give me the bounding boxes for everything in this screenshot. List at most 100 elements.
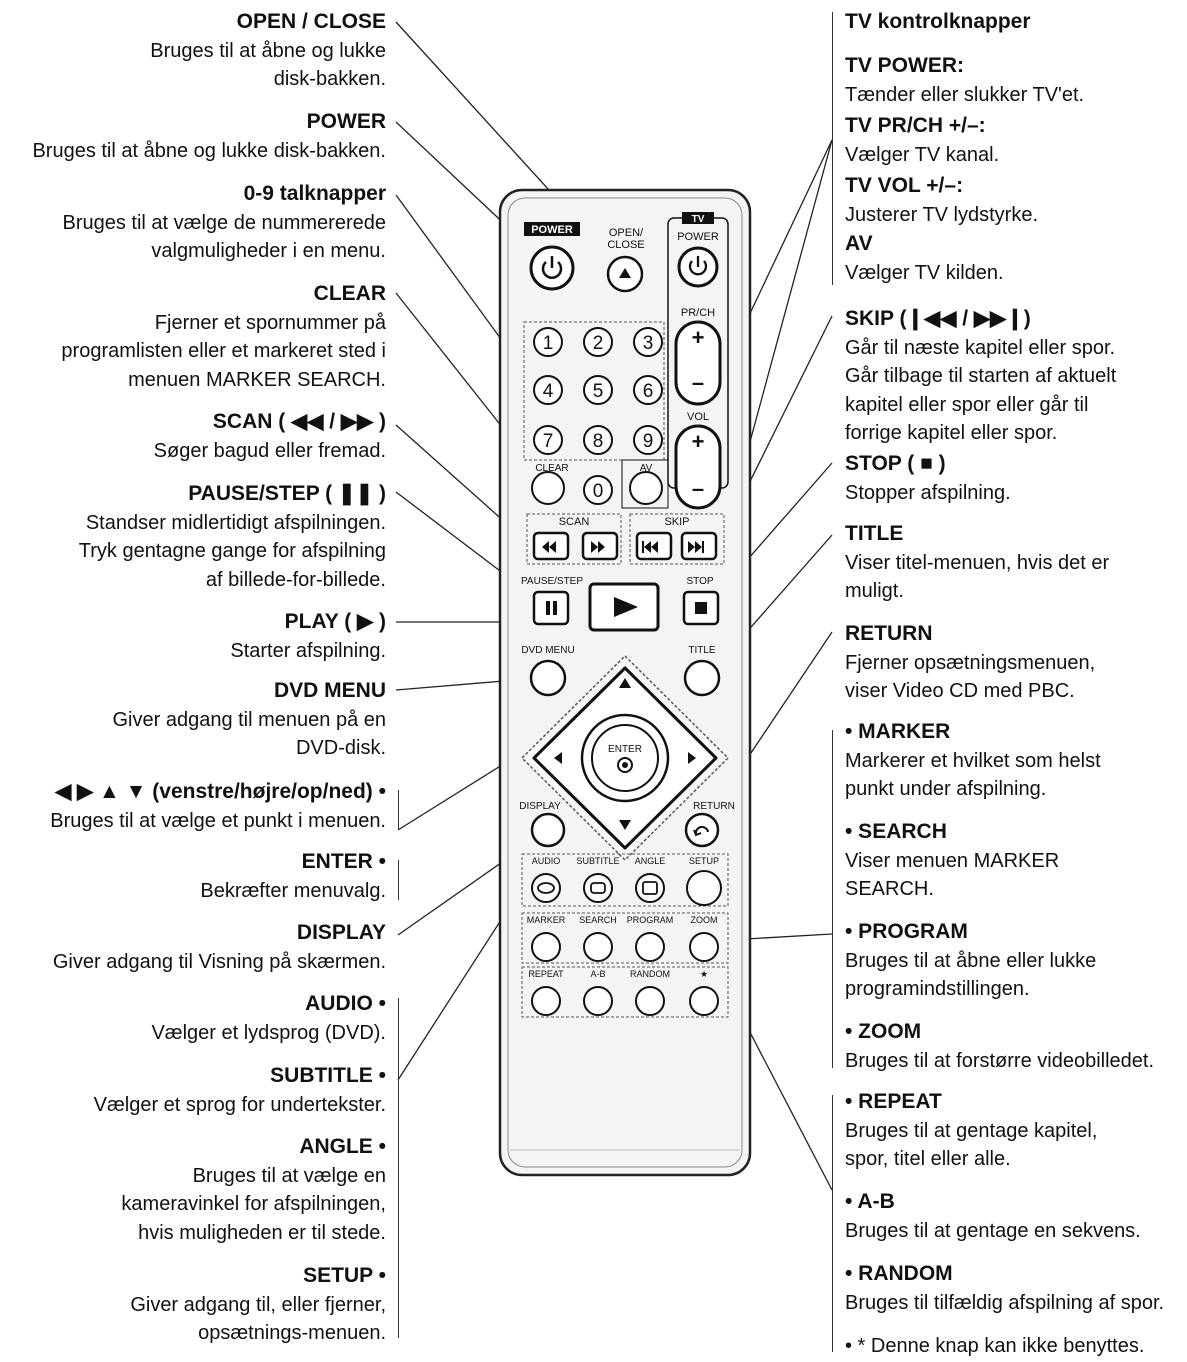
label-title: SCAN ( ◀◀ / ▶▶ ): [212, 410, 386, 433]
row3-frame: [521, 966, 729, 1018]
label-title: • MARKER: [845, 720, 951, 743]
label-desc: Fjerner opsætningsmenuen,: [845, 651, 1096, 674]
number-button-1[interactable]: [533, 327, 563, 357]
scan-frame: [526, 513, 622, 565]
label-tv-power: TV POWER:Tænder eller slukker TV'et.: [845, 52, 1084, 109]
row3-button-2[interactable]: [583, 986, 613, 1016]
prch-rocker[interactable]: [674, 320, 722, 406]
up-arrow-icon[interactable]: [619, 678, 631, 688]
label-desc: Bruges til at forstørre videobilledet.: [845, 1049, 1155, 1072]
return-button[interactable]: [684, 812, 720, 848]
down-arrow-icon[interactable]: [619, 820, 631, 830]
row1-button-2[interactable]: [583, 873, 613, 903]
vol-label: VOL: [687, 411, 709, 423]
number-label: 6: [643, 381, 654, 402]
number-button-2[interactable]: [583, 327, 613, 357]
label-title: PAUSE/STEP ( ❚❚ ): [188, 482, 386, 505]
repeat-star-bar: [832, 1095, 833, 1352]
row1-label: SETUP: [689, 856, 719, 866]
number-button-9[interactable]: [633, 425, 663, 455]
av-button[interactable]: [629, 471, 663, 505]
label-title: SETUP •: [303, 1264, 386, 1287]
row3-button-4[interactable]: [689, 986, 719, 1016]
label-return: RETURN Fjerner opsætningsmenuen, viser Vid…: [845, 620, 1095, 706]
label-desc: Markerer et hvilket som helst: [845, 749, 1101, 772]
stop-label: STOP: [686, 576, 713, 587]
label-audio: AUDIO •Vælger et lydsprog (DVD).: [151, 990, 386, 1047]
tv-power-label: POWER: [677, 231, 719, 243]
row3-label: ★: [700, 969, 708, 979]
row3-label: REPEAT: [528, 969, 564, 979]
left-arrow-icon[interactable]: [554, 752, 562, 764]
skip-fwd-icon: [688, 541, 704, 553]
label-desc: Justerer TV lydstyrke.: [845, 203, 1039, 226]
row2-label: SEARCH: [579, 915, 617, 925]
pause-button[interactable]: [532, 590, 570, 626]
number-button-8[interactable]: [583, 425, 613, 455]
label-scan: SCAN ( ◀◀ / ▶▶ ) Søger bagud eller fremad…: [154, 408, 386, 465]
open-close-label: CLOSE: [607, 239, 644, 251]
label-title: TITLE: [845, 522, 904, 545]
row1-button-3[interactable]: [635, 873, 665, 903]
row1-button-4[interactable]: [686, 870, 722, 906]
number-button-5[interactable]: [583, 375, 613, 405]
eject-icon: [619, 268, 631, 278]
label-desc: punkt under afspilning.: [845, 778, 1047, 800]
label-marker: • MARKER Markerer et hvilket som helst pun…: [845, 718, 1101, 804]
scan-fwd-icon: [591, 541, 605, 553]
number-label: 8: [593, 431, 604, 452]
dvd-menu-button[interactable]: [529, 659, 567, 697]
label-desc: Går tilbage til starten af aktuelt: [845, 365, 1117, 387]
row2-button-2[interactable]: [583, 932, 613, 962]
marker-zoom-bar: [832, 730, 833, 1068]
row2-button-3[interactable]: [635, 932, 665, 962]
row2-label: PROGRAM: [627, 915, 674, 925]
label-desc: Bekræfter menuvalg.: [200, 879, 386, 902]
row3-button-3[interactable]: [635, 986, 665, 1016]
display-button[interactable]: [530, 812, 566, 848]
row1-button-1[interactable]: [531, 873, 561, 903]
label-tv-prch: TV PR/CH +/–:Vælger TV kanal.: [845, 112, 999, 169]
label-desc: viser Video CD med PBC.: [845, 680, 1075, 702]
label-desc: Bruges til at vælge de nummererede: [62, 211, 387, 234]
subtitle-icon: [590, 882, 606, 894]
row2-label: MARKER: [527, 915, 566, 925]
pause-icon-bar: [553, 601, 557, 615]
clear-button[interactable]: [531, 471, 565, 505]
label-desc: Søger bagud eller fremad.: [153, 439, 386, 462]
label-desc: Bruges til at vælge et punkt i menuen.: [50, 809, 386, 832]
number-button-6[interactable]: [633, 375, 663, 405]
label-title: PLAY ( ▶ ): [284, 610, 386, 633]
number-button-3[interactable]: [633, 327, 663, 357]
vol-rocker[interactable]: [674, 424, 722, 510]
label-desc: disk-bakken.: [273, 68, 386, 90]
number-label: 2: [593, 333, 604, 354]
label-desc: Giver adgang til Visning på skærmen.: [52, 950, 386, 973]
label-desc: Vælger TV kilden.: [845, 261, 1004, 284]
tv-power-icon: [688, 260, 708, 276]
enter-icon: [617, 757, 633, 773]
number-label: 5: [593, 381, 604, 402]
number-button-0[interactable]: [583, 475, 613, 505]
number-button-4[interactable]: [533, 375, 563, 405]
number-button-7[interactable]: [533, 425, 563, 455]
row2-button-1[interactable]: [531, 932, 561, 962]
label-subtitle: SUBTITLE •Vælger et sprog for undertekst…: [94, 1062, 386, 1119]
title-button[interactable]: [683, 659, 721, 697]
label-desc: Stopper afspilning.: [845, 481, 1011, 504]
label-title: CLEAR: [313, 282, 386, 305]
row3-button-1[interactable]: [531, 986, 561, 1016]
label-setup: SETUP •Giver adgang til, eller fjerner,o…: [130, 1262, 386, 1348]
row2-button-4[interactable]: [689, 932, 719, 962]
label-skip: SKIP (❙◀◀ / ▶▶❙)Går til næste kapitel el…: [845, 305, 1116, 448]
label-title: RETURN: [845, 622, 933, 645]
return-icon: [693, 825, 709, 837]
label-desc: Bruges til at gentage kapitel,: [845, 1119, 1098, 1142]
right-arrow-icon[interactable]: [688, 752, 696, 764]
